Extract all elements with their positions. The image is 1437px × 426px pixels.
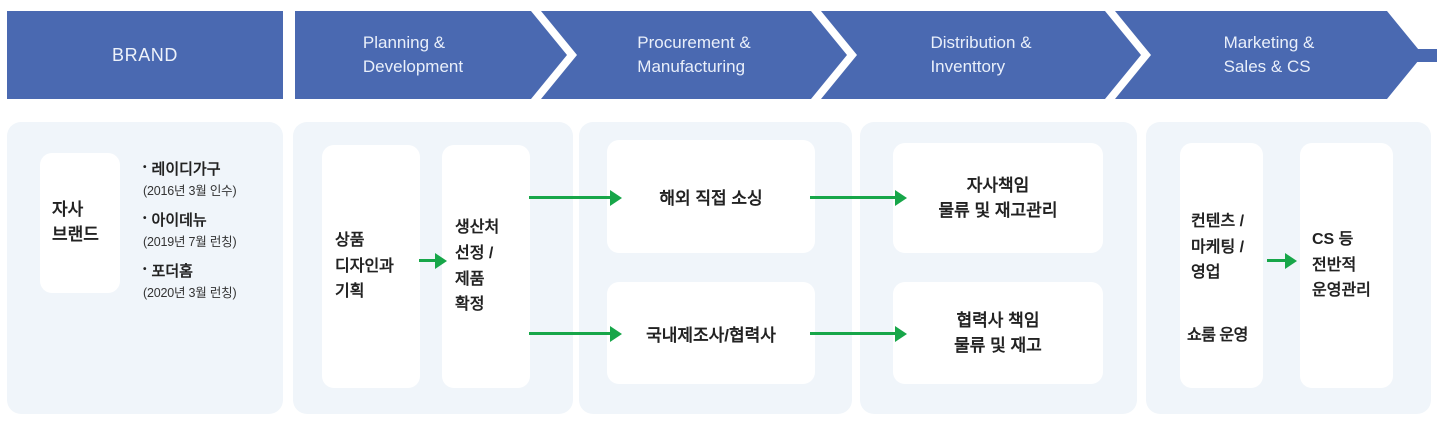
- partner-logistics-label: 협력사 책임 물류 및 재고: [954, 310, 1042, 356]
- product-design-box: 상품 디자인과 기획: [322, 145, 420, 388]
- header-stage-marketing: Marketing & Sales & CS: [1115, 11, 1423, 99]
- brand-list-item: • 레이디가구 (2016년 3월 인수): [143, 158, 278, 199]
- design-to-production-arrow-icon: [419, 252, 447, 269]
- production-to-overseas-arrow-icon: [529, 189, 622, 206]
- bullet-icon: •: [143, 213, 147, 224]
- marketing-to-cs-arrow-icon: [1267, 252, 1297, 269]
- header-stage-planning: Planning & Development: [295, 11, 567, 99]
- chevron-tail-line: [1416, 49, 1437, 62]
- brand-name: 아이데뉴: [151, 212, 207, 229]
- overseas-to-company-logistics-arrow-icon: [810, 189, 907, 206]
- brand-name: 포더홈: [151, 263, 193, 280]
- company-logistics-label: 자사책임 물류 및 재고관리: [938, 175, 1058, 221]
- own-brand-label: 자사 브랜드: [52, 200, 99, 244]
- domestic-manufacturer-label: 국내제조사/협력사: [646, 325, 776, 345]
- production-selection-box: 생산처 선정 / 제품 확정: [442, 145, 530, 388]
- company-logistics-box: 자사책임 물류 및 재고관리: [893, 143, 1103, 253]
- header-stage-distribution: Distribution & Inventtory: [821, 11, 1141, 99]
- brand-list: • 레이디가구 (2016년 3월 인수) • 아이데뉴 (2019년 7월 런칭)…: [143, 158, 278, 311]
- contents-marketing-label: 컨텐츠 / 마케팅 / 영업: [1191, 213, 1245, 282]
- header-stage-procurement: Procurement & Manufacturing: [541, 11, 847, 99]
- partner-logistics-box: 협력사 책임 물류 및 재고: [893, 282, 1103, 384]
- own-brand-box: 자사 브랜드: [40, 153, 120, 293]
- stage-label: Procurement & Manufacturing: [637, 33, 751, 76]
- brand-note: (2019년 7월 런칭): [143, 235, 237, 249]
- brand-list-item: • 아이데뉴 (2019년 7월 런칭): [143, 209, 278, 250]
- brand-list-item: • 포더홈 (2020년 3월 런칭): [143, 260, 278, 301]
- stage-label: Planning & Development: [362, 33, 464, 76]
- cs-operations-label: CS 등 전반적 운영관리: [1312, 231, 1371, 300]
- production-to-domestic-arrow-icon: [529, 325, 622, 342]
- brand-name: 레이디가구: [151, 161, 221, 178]
- stage-label: Distribution & Inventtory: [930, 33, 1032, 76]
- bullet-icon: •: [143, 162, 147, 173]
- brand-note: (2020년 3월 런칭): [143, 286, 237, 300]
- bullet-icon: •: [143, 264, 147, 275]
- overseas-sourcing-box: 해외 직접 소싱: [607, 140, 815, 253]
- contents-marketing-box: 컨텐츠 / 마케팅 / 영업 쇼룸 운영: [1180, 143, 1263, 388]
- product-design-label: 상품 디자인과 기획: [335, 232, 394, 301]
- stage-label: Marketing & Sales & CS: [1223, 33, 1315, 76]
- overseas-sourcing-label: 해외 직접 소싱: [659, 189, 763, 208]
- brand-note: (2016년 3월 인수): [143, 184, 237, 198]
- cs-operations-box: CS 등 전반적 운영관리: [1300, 143, 1393, 388]
- domestic-to-partner-logistics-arrow-icon: [810, 325, 907, 342]
- showroom-note: 쇼룸 운영: [1187, 327, 1248, 344]
- header-brand-label: BRAND: [111, 44, 178, 65]
- header-brand-block: BRAND: [7, 11, 283, 99]
- production-selection-label: 생산처 선정 / 제품 확정: [455, 219, 500, 314]
- domestic-manufacturer-box: 국내제조사/협력사: [607, 282, 815, 384]
